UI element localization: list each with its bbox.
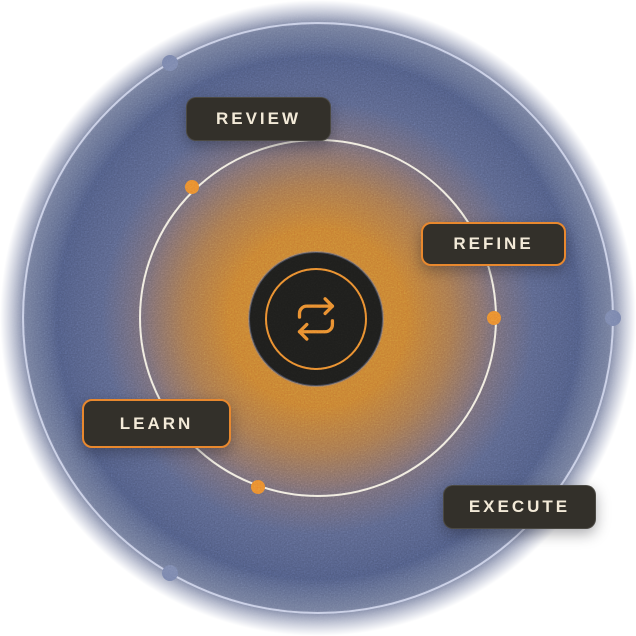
orbit-dot-orange-right xyxy=(487,311,501,325)
hub-disc xyxy=(248,251,384,387)
step-label-review: REVIEW xyxy=(186,97,331,141)
step-label-learn: LEARN xyxy=(82,399,231,448)
orbit-dot-slate-right xyxy=(605,310,621,326)
orbit-dot-slate-bottom xyxy=(162,565,178,581)
center-hub xyxy=(248,251,384,387)
step-label-execute: EXECUTE xyxy=(443,485,596,529)
orbit-dot-slate-top xyxy=(162,55,178,71)
orbit-dot-orange-topleft xyxy=(185,180,199,194)
orbit-dot-orange-bottom xyxy=(251,480,265,494)
step-label-refine: REFINE xyxy=(421,222,566,266)
